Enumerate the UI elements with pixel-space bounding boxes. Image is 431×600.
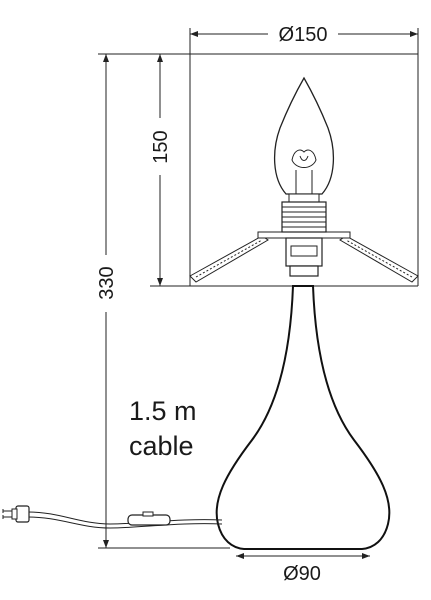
cable-length-line1: 1.5 m: [129, 396, 197, 426]
candle-bulb: [273, 76, 335, 203]
shade-height-label: 150: [150, 130, 172, 163]
total-height-label: 330: [96, 266, 118, 299]
base-diameter-label: Ø90: [283, 563, 321, 585]
plug-icon: [2, 505, 30, 523]
base-diameter-dimension: Ø90: [236, 553, 370, 585]
power-cable: [2, 505, 223, 529]
shade-height-dimension: 150: [150, 53, 190, 287]
cable-length-line2: cable: [129, 431, 194, 461]
lamp-base-body: [215, 285, 391, 550]
lampholder-socket: [281, 201, 327, 277]
shade-diameter-label: Ø150: [279, 24, 328, 46]
inline-switch-icon: [127, 511, 171, 526]
cable-length-note: 1.5 m cable: [129, 396, 197, 461]
shade-diameter-dimension: Ø150: [189, 24, 419, 80]
total-height-dimension: 330: [96, 53, 230, 549]
